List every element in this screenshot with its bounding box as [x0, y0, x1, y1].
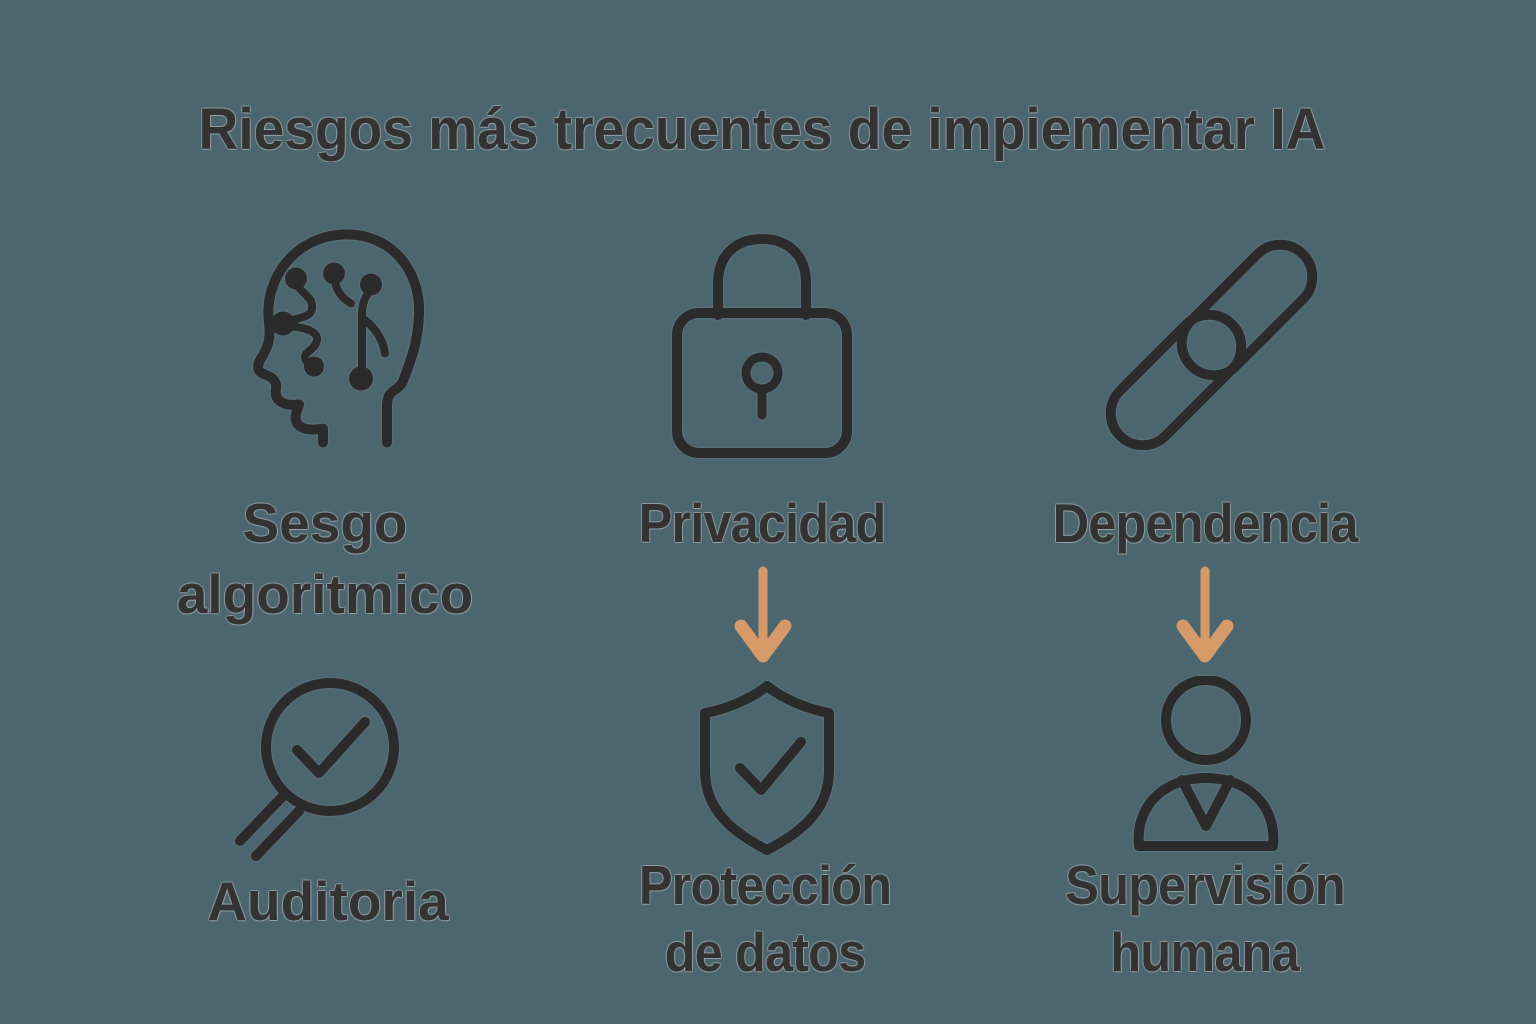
brain-circuit-head-icon: [213, 226, 443, 462]
magnifier-check-icon: [213, 660, 443, 895]
person-icon: [1126, 676, 1286, 854]
label-sesgo-line2: algoritmico: [176, 563, 474, 625]
label-auditoria: Auditoria: [207, 870, 449, 932]
padlock-icon: [672, 233, 852, 460]
page-title-text: Riesgos más trecuentes de impiementar IA: [198, 97, 1326, 162]
label-sesgo-algoritmico: Sesgo algoritmico: [177, 488, 473, 630]
label-proteccion-line2: de datos: [664, 921, 867, 983]
label-supervision-line1: Supervisión: [1065, 854, 1345, 916]
label-sesgo-line1: Sesgo: [242, 492, 408, 554]
shield-check-icon: [692, 678, 842, 860]
label-dependencia: Dependencia: [1052, 492, 1359, 554]
page-title: Riesgos más trecuentes de impiementar IA: [169, 96, 1355, 163]
chain-link-icon: [1096, 236, 1326, 450]
down-arrow-privacidad-to-proteccion: [733, 566, 793, 666]
label-proteccion-line1: Protección: [638, 854, 892, 916]
label-privacidad: Privacidad: [638, 492, 887, 554]
down-arrow-dependencia-to-supervision: [1175, 566, 1235, 666]
label-supervision-line2: humana: [1110, 921, 1300, 983]
label-supervision-humana: Supervisión humana: [1053, 852, 1357, 986]
label-proteccion-de-datos: Protección de datos: [628, 852, 902, 986]
